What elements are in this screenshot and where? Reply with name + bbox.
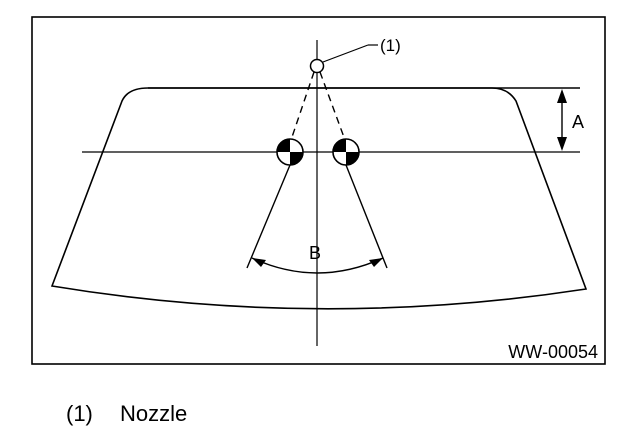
angle-b-label: B [309,243,321,263]
angle-extension-left [246,164,291,269]
callout-label-1: (1) [380,36,401,55]
spray-path-left [290,71,315,141]
nozzle-icon [309,58,325,74]
dimension-a-label: A [572,112,584,132]
figure-code: WW-00054 [508,342,598,362]
spray-target-left-icon [276,138,304,166]
legend-item-number: (1) [66,401,93,426]
spray-path-right [319,71,346,141]
dimension-a-arrow-bottom-icon [557,137,567,151]
spray-target-right-icon [332,138,360,166]
windshield-outline [50,87,588,310]
callout-leader [322,44,369,63]
angle-b-arrow-right-icon [369,258,383,267]
legend-item: (1) Nozzle [66,401,187,427]
figure-frame [31,16,606,365]
dimension-a-arrow-top-icon [557,89,567,103]
angle-extension-right [345,164,388,269]
legend-item-label: Nozzle [120,401,188,426]
angle-b-arrow-left-icon [252,258,266,267]
angle-b-arc [251,257,384,274]
